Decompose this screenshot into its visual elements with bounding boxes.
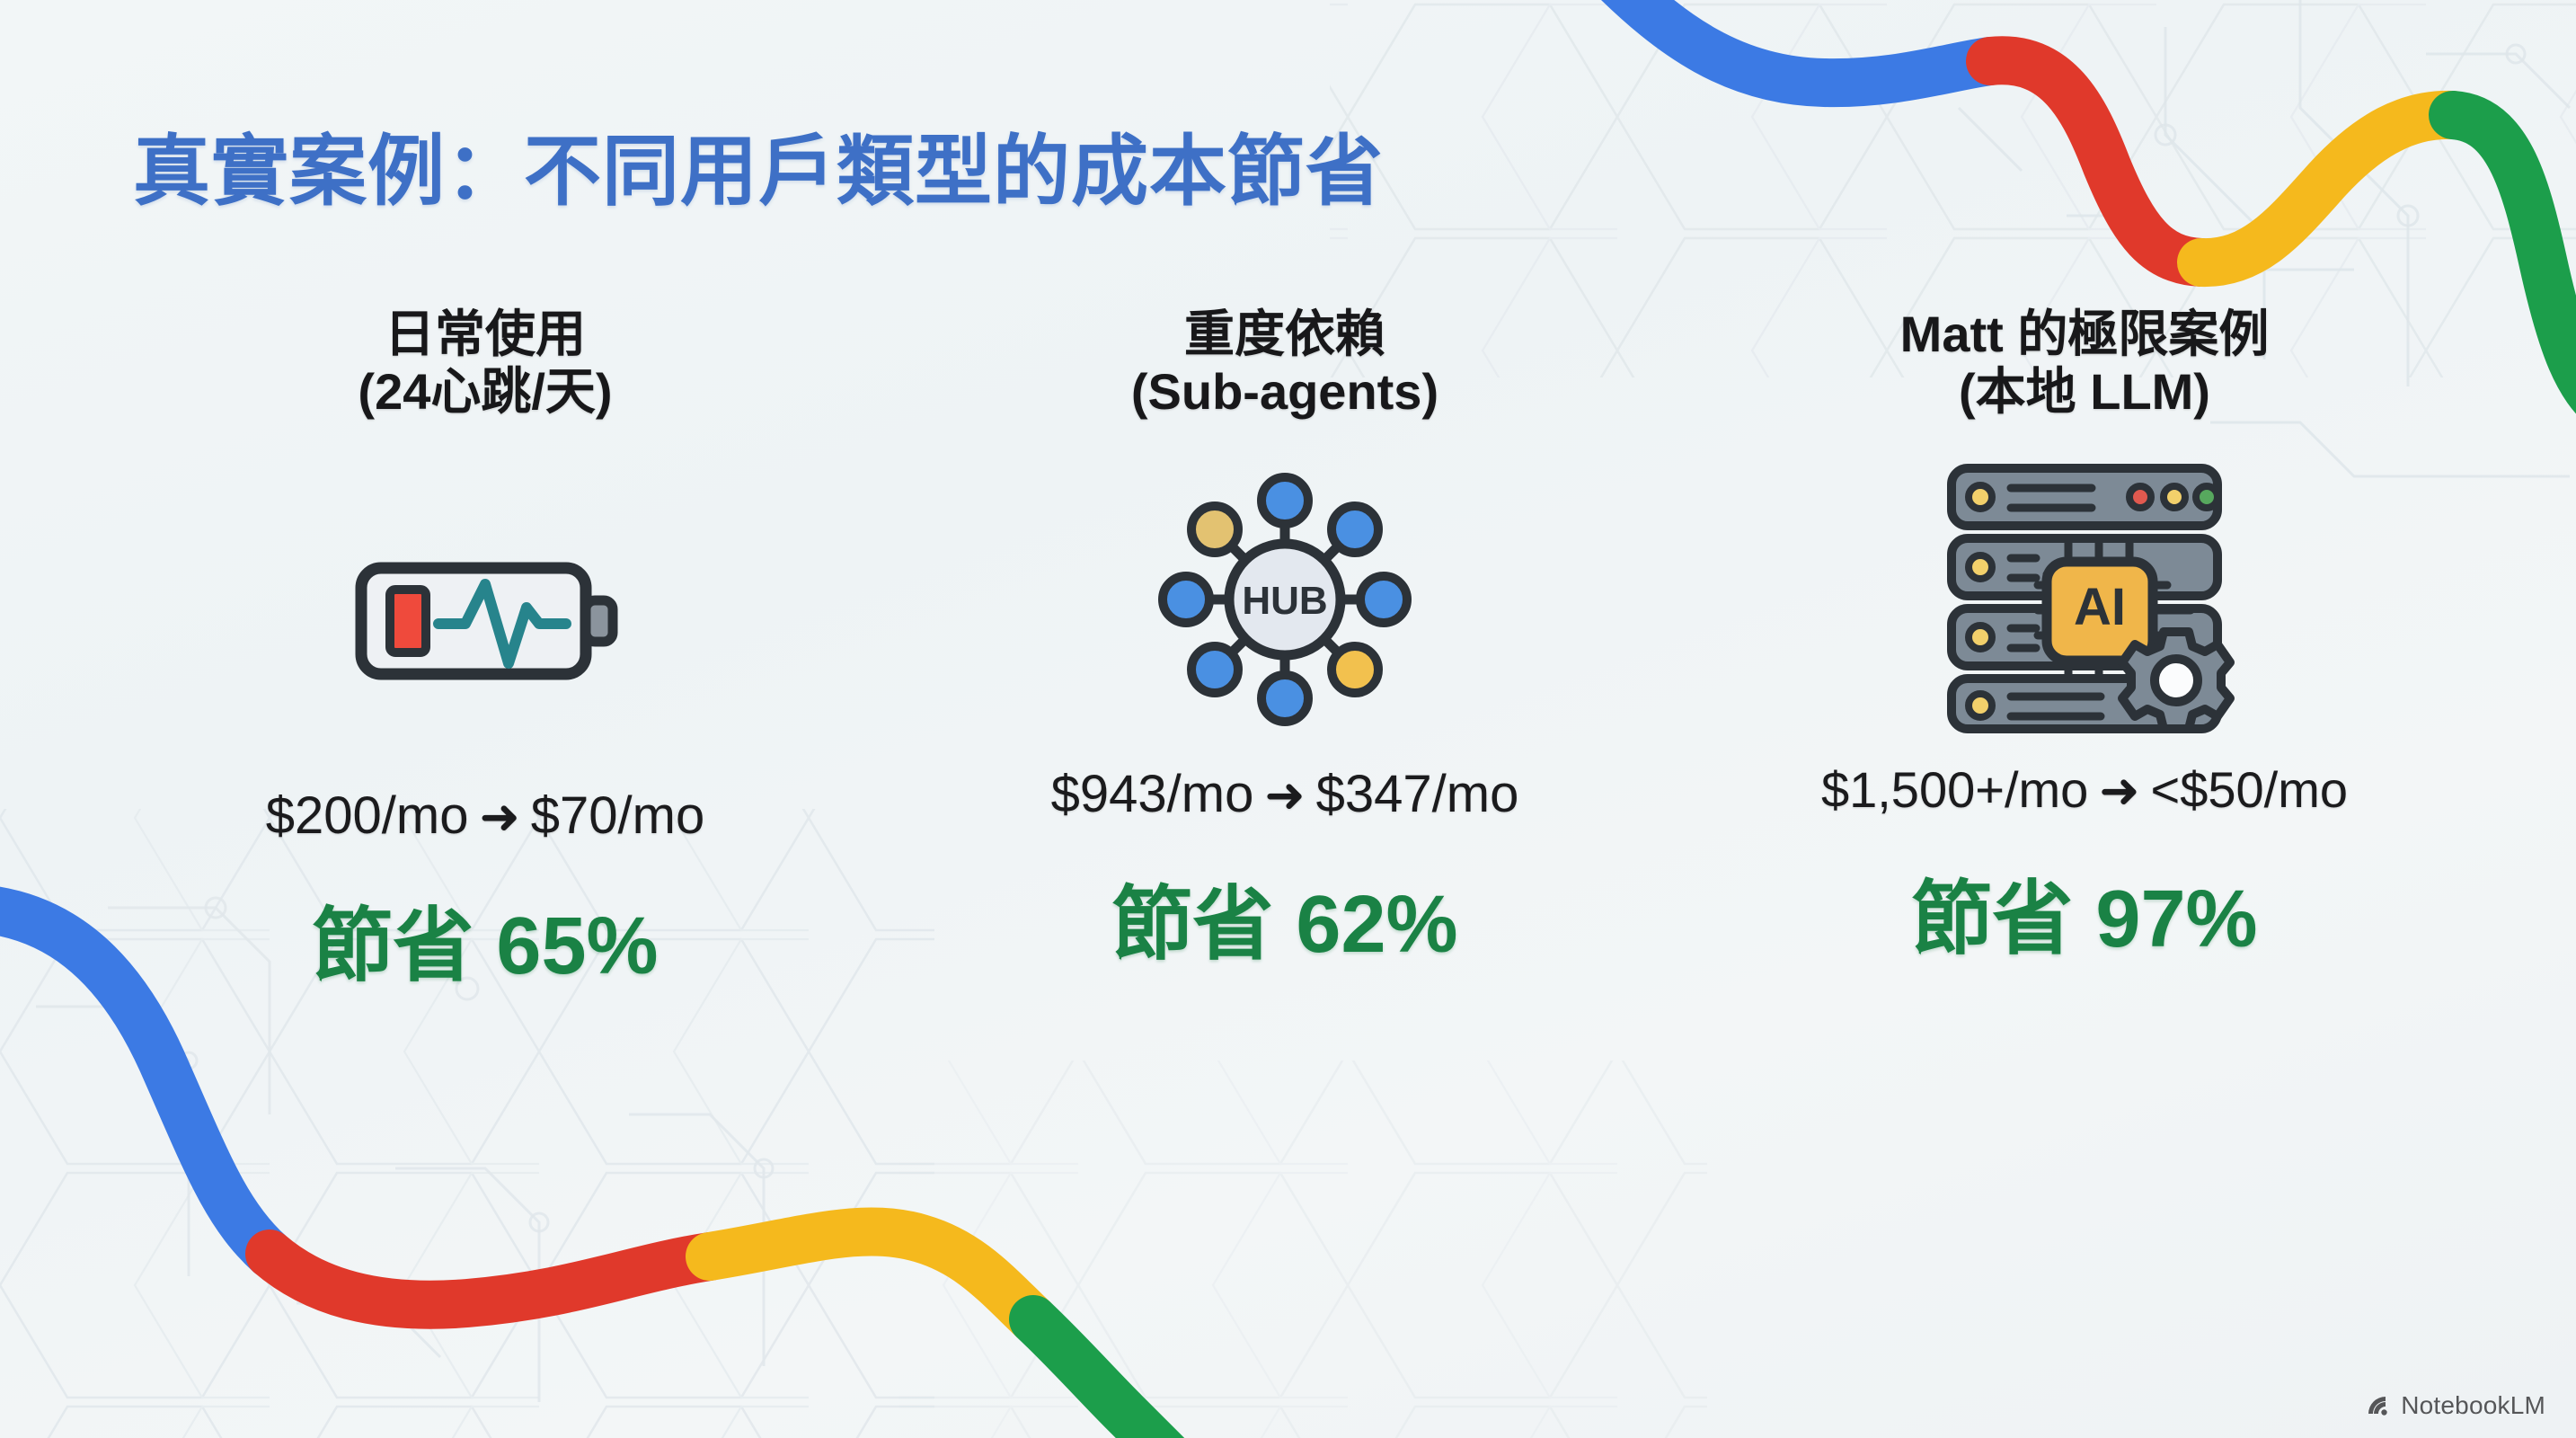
hub-network-icon: HUB: [1158, 472, 1412, 726]
icon-container: HUB: [1150, 451, 1420, 748]
page-title: 真實案例：不同用戶類型的成本節省: [133, 129, 1384, 215]
price-after: $70/mo: [530, 786, 705, 845]
price-after: <$50/mo: [2150, 760, 2349, 818]
column-heading-line1: Matt 的極限案例: [1899, 306, 2270, 362]
savings-label: 節省 62%: [1111, 879, 1458, 970]
price-before: $1,500+/mo: [1820, 760, 2089, 818]
column-extreme-case: Matt 的極限案例 (本地 LLM): [1707, 306, 2462, 970]
arrow-icon: ➜: [2099, 763, 2140, 818]
notebooklm-watermark: NotebookLM: [2363, 1391, 2545, 1420]
column-heading: 日常使用 (24心跳/天): [358, 306, 612, 421]
price-before: $943/mo: [1050, 764, 1254, 823]
price-comparison: $943/mo➜$347/mo: [1051, 764, 1519, 824]
column-heading-line2: (24心跳/天): [358, 362, 613, 420]
ai-server-rack-icon: AI: [1947, 463, 2235, 733]
cost-comparison-columns: 日常使用 (24心跳/天) $200/mo➜$70/mo 節省 65: [108, 306, 2462, 1258]
hub-label: HUB: [1242, 579, 1327, 623]
column-daily-usage: 日常使用 (24心跳/天) $200/mo➜$70/mo 節省 65: [108, 306, 863, 997]
price-comparison: $1,500+/mo➜<$50/mo: [1821, 760, 2348, 819]
icon-container: AI: [1932, 448, 2237, 744]
column-heading: 重度依賴 (Sub-agents): [1131, 306, 1438, 421]
column-heavy-usage: 重度依賴 (Sub-agents): [907, 306, 1662, 975]
column-heading-line1: 日常使用: [385, 306, 586, 362]
column-heading-line2: (Sub-agents): [1130, 362, 1439, 420]
savings-label: 節省 65%: [312, 901, 659, 991]
chip-label: AI: [2074, 578, 2126, 636]
price-after: $347/mo: [1315, 764, 1519, 823]
icon-container: [350, 473, 620, 769]
arrow-icon: ➜: [479, 789, 520, 844]
battery-heartbeat-icon: [355, 562, 618, 680]
notebooklm-logo-icon: [2368, 1397, 2387, 1416]
watermark-label: NotebookLM: [2401, 1391, 2545, 1419]
column-heading: Matt 的極限案例 (本地 LLM): [1900, 306, 2270, 421]
price-before: $200/mo: [265, 786, 469, 845]
column-heading-line2: (本地 LLM): [1959, 362, 2210, 420]
column-heading-line1: 重度依賴: [1184, 306, 1385, 362]
savings-label: 節省 97%: [1911, 874, 2258, 964]
price-comparison: $200/mo➜$70/mo: [266, 786, 704, 846]
arrow-icon: ➜: [1264, 768, 1306, 822]
